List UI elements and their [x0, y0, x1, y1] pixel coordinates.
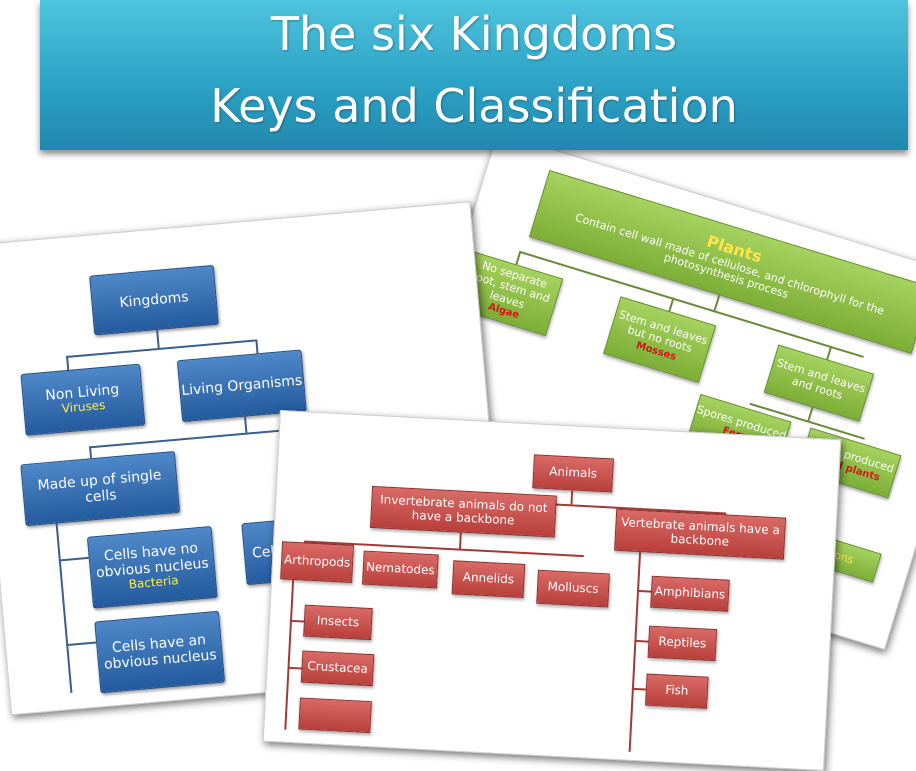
- vertebrate-label: Vertebrate animals have a backbone: [620, 515, 781, 549]
- stem-roots-label: Stem and leaves and roots: [775, 356, 867, 403]
- invertebrate-box: Invertebrate animals do not have a backb…: [369, 485, 557, 538]
- annelids-box: Annelids: [451, 560, 526, 599]
- molluscs-box: Molluscs: [536, 569, 610, 608]
- animals-box: Animals: [532, 454, 614, 493]
- have-nucleus-box: Cells have an obvious nucleus: [94, 610, 226, 694]
- arthropods-label: Arthropods: [283, 552, 351, 570]
- kingdoms-box: Kingdoms: [89, 264, 219, 336]
- invertebrate-label: Invertebrate animals do not have a backb…: [379, 492, 548, 528]
- molluscs-label: Molluscs: [547, 579, 599, 597]
- animals-sheet: Animals Invertebrate animals do not have…: [262, 410, 842, 771]
- title-line-1: The six Kingdoms: [270, 7, 678, 61]
- nematodes-box: Nematodes: [361, 550, 439, 589]
- nematodes-label: Nematodes: [365, 559, 436, 578]
- crustacea-box: Crustacea: [300, 650, 375, 687]
- kingdoms-label: Kingdoms: [118, 289, 190, 312]
- annelids-label: Annelids: [462, 569, 515, 587]
- amphibians-label: Amphibians: [654, 583, 726, 602]
- arthropods-box: Arthropods: [280, 541, 355, 584]
- insects-box: Insects: [303, 604, 373, 641]
- single-cells-box: Made up of single cells: [20, 450, 181, 527]
- crustacea-label: Crustacea: [306, 658, 369, 677]
- no-nucleus-box: Cells have no obvious nucleus Bacteria: [86, 526, 218, 609]
- plants-box: Plants Contain cell wall made of cellulo…: [528, 169, 916, 354]
- partial-ons-label: ons: [832, 548, 856, 567]
- non-living-box: Non Living Viruses: [20, 363, 146, 436]
- title-line-2: Keys and Classification: [210, 79, 738, 133]
- viruses-label: Viruses: [61, 397, 106, 416]
- animals-label: Animals: [548, 464, 598, 481]
- fish-box: Fish: [645, 673, 709, 709]
- reptiles-label: Reptiles: [658, 634, 707, 651]
- living-label: Living Organisms: [180, 372, 303, 400]
- plants-desc: Contain cell wall made of cellulose, and…: [573, 210, 886, 318]
- single-cells-label: Made up of single cells: [36, 467, 163, 506]
- have-nucleus-label: Cells have an obvious nucleus: [103, 631, 218, 673]
- reptiles-box: Reptiles: [647, 625, 718, 662]
- bacteria-label: Bacteria: [128, 573, 180, 592]
- title-banner: The six Kingdoms Keys and Classification: [40, 0, 908, 150]
- insects-label: Insects: [316, 613, 360, 630]
- lower-cut-box: [298, 697, 372, 734]
- fish-label: Fish: [664, 682, 689, 698]
- stem-no-roots-box: Stem and leaves but no roots Mosses: [603, 296, 717, 383]
- amphibians-box: Amphibians: [650, 575, 730, 612]
